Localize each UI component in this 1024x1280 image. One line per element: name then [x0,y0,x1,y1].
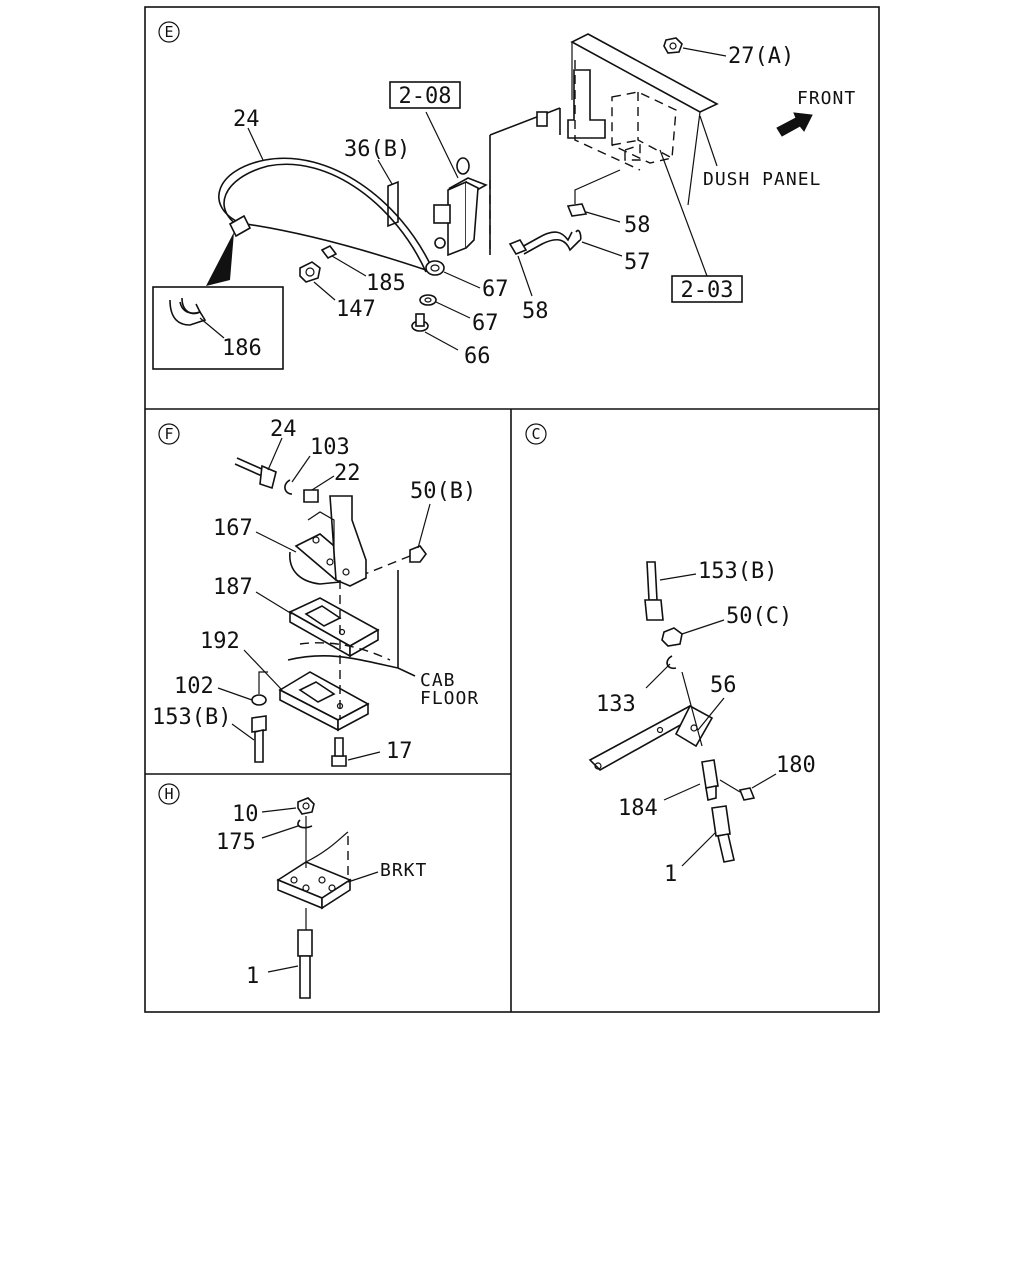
section-f-badge: F [164,425,173,443]
f-part-103-clip [284,455,311,495]
f-label-103: 103 [310,435,350,460]
c-label-133: 133 [596,692,636,717]
f-label-187: 187 [213,575,253,600]
f-label-17: 17 [386,739,413,764]
c-part-153b-rod [644,561,697,621]
front-label: FRONT [797,88,856,109]
f-part-187-plate [255,591,380,658]
section-f-badge-circle [158,423,180,445]
h-label-10: 10 [232,802,259,827]
f-part-50b-nut [359,503,431,577]
part-147-nut [299,261,336,301]
section-e: E FRONT DUSH PANEL 27(A) [152,21,856,370]
dush-panel [489,33,719,255]
f-part-153b-rod [231,715,267,763]
f-part-17-bolt [331,737,381,767]
f-label-192: 192 [200,629,240,654]
label-27a: 27(A) [728,44,794,69]
dush-leader [699,115,718,167]
f-part-102-washer [217,671,268,706]
f-label-22: 22 [334,461,361,486]
f-label-167: 167 [213,516,253,541]
section-c-badge-circle [525,423,547,445]
label-147: 147 [336,297,376,322]
label-67b: 67 [472,311,499,336]
h-label-175: 175 [216,830,256,855]
c-label-56: 56 [710,673,737,698]
ref-2-03: 2-03 [681,278,734,303]
c-label-184: 184 [618,796,658,821]
f-part-22-pin [303,475,335,503]
part-57-hose [519,229,623,257]
label-58a: 58 [624,213,651,238]
section-e-badge: E [164,23,173,41]
part-27a-nut [663,37,727,57]
f-label-24: 24 [270,417,297,442]
ref-2-08: 2-08 [399,84,452,109]
label-185: 185 [366,271,406,296]
f-cab-floor [287,570,416,720]
f-floor-label: FLOOR [420,688,479,709]
dush-panel-label: DUSH PANEL [703,169,821,190]
part-24-cable [206,127,433,286]
f-label-153b: 153(B) [152,705,231,730]
label-24: 24 [233,107,260,132]
h-part-1-rod [267,908,313,999]
section-h: H 10 175 BRKT [158,783,427,999]
f-label-102: 102 [174,674,214,699]
c-part-184-joint [663,759,719,801]
label-186: 186 [222,336,262,361]
part-67-washers [419,260,481,319]
master-cylinder [425,111,488,257]
section-c: C 153(B) 50(C) 133 56 [525,423,816,887]
h-label-1: 1 [246,964,259,989]
c-part-56-bracket [588,671,725,771]
f-part-24-cable-end [234,437,283,490]
section-f: F 24 103 22 50(B) [152,417,479,767]
clip-186-inset [152,286,284,370]
c-label-1: 1 [664,862,677,887]
part-58-clamp-lower [508,239,533,297]
ref-2-03-leader [659,149,708,277]
c-part-50c-nut [661,619,725,647]
f-cab-label: CAB [420,670,456,691]
c-part-133-clip [645,655,677,689]
front-arrow-icon [776,112,813,137]
outer-frame [144,6,880,1013]
part-58-clamp-upper [566,169,621,223]
label-67a: 67 [482,277,509,302]
label-66: 66 [464,344,491,369]
diagram-frames [144,6,880,1013]
c-label-180: 180 [776,753,816,778]
label-57: 57 [624,250,651,275]
section-c-badge: C [531,425,540,443]
c-label-153b: 153(B) [698,559,777,584]
c-label-50c: 50(C) [726,604,792,629]
section-h-badge: H [164,785,173,803]
label-58b: 58 [522,299,549,324]
f-label-50b: 50(B) [410,479,476,504]
h-brkt-label: BRKT [380,860,427,881]
part-66-pin [411,313,459,351]
h-bracket [276,816,379,910]
section-h-badge-circle [158,783,180,805]
c-part-1-rod [681,805,735,867]
c-part-180-nut [719,773,777,801]
f-part-192-plate [243,649,370,732]
label-36b: 36(B) [344,137,410,162]
f-part-167-bracket [255,495,367,587]
section-e-badge-circle [158,21,180,43]
h-part-10-nut [261,797,315,815]
h-part-175-clip [261,819,313,839]
ref-2-08-box [389,81,461,109]
part-185-clip [320,244,367,277]
